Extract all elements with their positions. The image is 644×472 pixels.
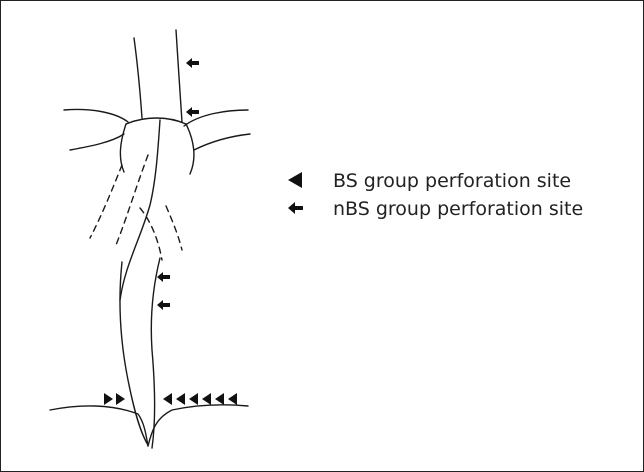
bs-triangle-right-2 [116,393,125,405]
left-branch-upper [64,110,128,123]
legend: BS group perforation site nBS group perf… [288,170,583,220]
carina-right-wall [186,124,194,174]
diaphragm-right [148,405,248,446]
dashed-right [166,206,182,250]
upper-wall-left [134,38,142,118]
nbs-arrow-1 [186,58,199,68]
triangle-left-icon [288,172,302,188]
arrow-left-icon [288,202,303,214]
right-branch-lower [194,134,250,150]
nbs-arrow-4 [157,300,170,310]
nbs-arrow-2 [186,107,199,117]
dashed-left [90,165,122,238]
bs-triangle-left-4 [202,393,211,405]
legend-label-bs: BS group perforation site [333,170,571,192]
diaphragm-left [50,406,148,446]
carina-left-wall [120,124,126,172]
left-branch-lower [70,134,124,150]
upper-wall-right [176,30,182,122]
carina-top [126,118,186,124]
bs-triangle-left-1 [163,393,172,405]
lower-wall-left [120,262,148,445]
nbs-arrow-3 [157,272,170,282]
bs-triangle-left-3 [189,393,198,405]
bs-triangle-right-1 [104,393,113,405]
bs-triangle-left-2 [176,393,185,405]
bs-triangle-left-6 [228,393,237,405]
inner-spiral-line [120,120,160,300]
bs-triangle-left-5 [215,393,224,405]
legend-label-nbs: nBS group perforation site [333,198,583,220]
dashed-center-right [140,208,162,260]
